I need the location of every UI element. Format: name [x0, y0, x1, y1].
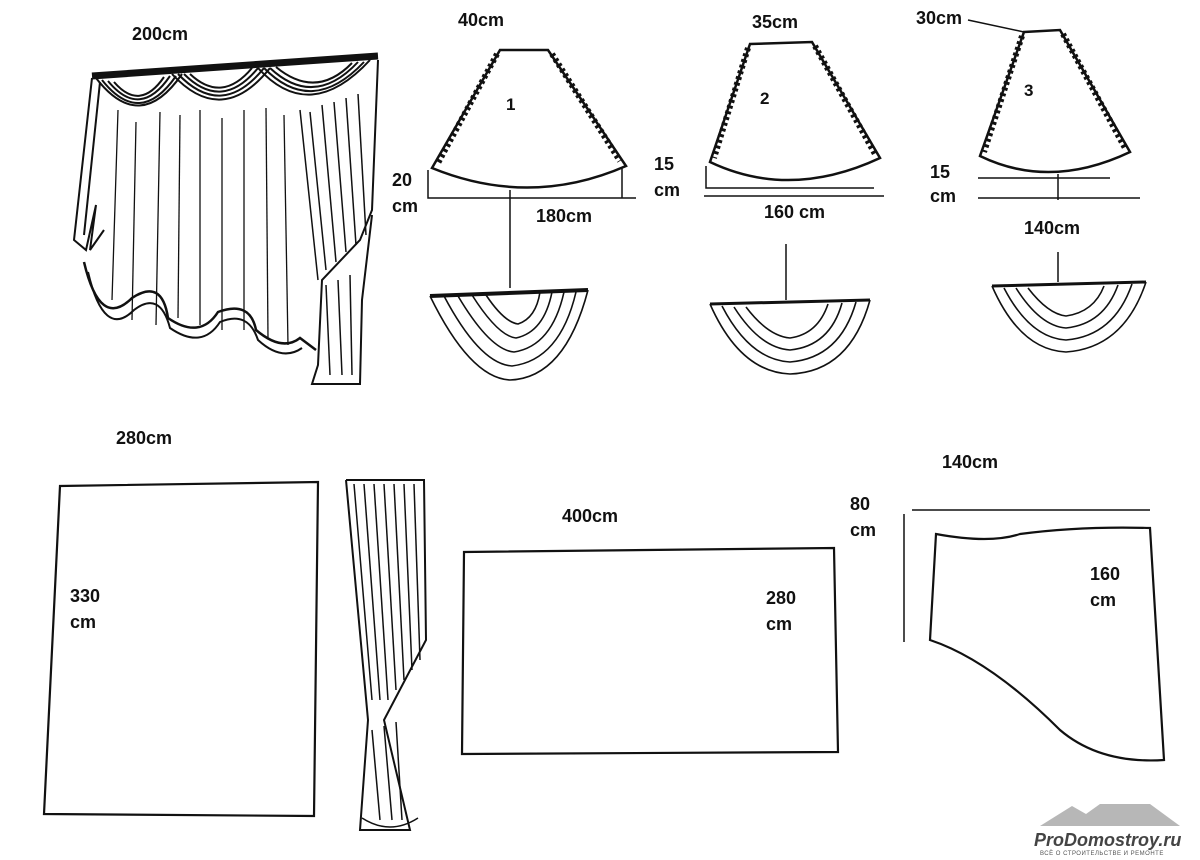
swag-1-depth-unit: cm — [392, 196, 418, 216]
swag-1-bracket — [427, 170, 636, 199]
swag-2-outline — [708, 40, 882, 182]
panel-wide-width-label: 400cm — [562, 506, 618, 526]
swag-2-depth-value: 15 — [654, 154, 674, 174]
panel-tail-short-value: 80 — [850, 494, 870, 514]
watermark-logo: ProDomostroy.ru ВСЁ О СТРОИТЕЛЬСТВЕ И РЕ… — [1034, 804, 1181, 857]
panel-tail-long-unit: cm — [1090, 590, 1116, 610]
tieback-drape-illustration — [345, 479, 428, 831]
panel-tail: 140cm 80 cm 160 cm — [850, 452, 1166, 762]
swag-3-depth-unit: cm — [930, 186, 956, 206]
panel-main-height-unit: cm — [70, 612, 96, 632]
swag-pattern-3: 30cm 3 15 cm 140cm — [916, 8, 1147, 353]
swag-2-right-trim — [812, 44, 878, 156]
panel-main-height-value: 330 — [70, 586, 100, 606]
house-roof-icon — [1040, 804, 1180, 826]
swag-3-top-leader — [967, 19, 1025, 33]
swag-2-left-trim — [711, 47, 751, 159]
panel-tail-long-value: 160 — [1090, 564, 1120, 584]
watermark-site: ProDomostroy.ru — [1034, 830, 1181, 850]
panel-wide-height-value: 280 — [766, 588, 796, 608]
swag-1-left-trim — [435, 52, 500, 165]
curtain-illustration: 200cm — [72, 24, 379, 385]
swag-2-bracket — [705, 166, 874, 189]
curtain-width-label: 200cm — [132, 24, 188, 44]
panel-tail-outline — [928, 526, 1166, 762]
swag-3-folded — [991, 280, 1147, 353]
swag-1-bottom-label: 180cm — [536, 206, 592, 226]
swag-2-bottom-label: 160 cm — [764, 202, 825, 222]
swag-3-left-trim — [981, 35, 1025, 153]
swag-2-number: 2 — [760, 89, 769, 108]
swag-2-top-label: 35cm — [752, 12, 798, 32]
swag-3-number: 3 — [1024, 81, 1033, 100]
swag-2-depth-unit: cm — [654, 180, 680, 200]
swag-3-right-trim — [1060, 32, 1128, 150]
swag-3-outline — [978, 28, 1132, 174]
swag-1-top-label: 40cm — [458, 10, 504, 30]
curtain-swags — [95, 59, 371, 107]
swag-3-top-label: 30cm — [916, 8, 962, 28]
curtain-pleats — [111, 107, 289, 346]
panel-main-outline — [42, 480, 320, 818]
swag-pattern-1: 40cm 1 20 cm 180cm — [392, 10, 636, 381]
swag-1-depth-value: 20 — [392, 170, 412, 190]
panel-wide-outline — [460, 546, 840, 756]
watermark-tagline: ВСЁ О СТРОИТЕЛЬСТВЕ И РЕМОНТЕ — [1040, 850, 1164, 857]
panel-tail-short-unit: cm — [850, 520, 876, 540]
cornice-rod — [91, 52, 379, 80]
swag-pattern-2: 35cm 2 15 cm 160 cm — [654, 12, 884, 375]
swag-1-number: 1 — [506, 95, 515, 114]
panel-main: 280cm 330 cm — [42, 428, 320, 818]
swag-3-depth-value: 15 — [930, 162, 950, 182]
panel-tail-width-label: 140cm — [942, 452, 998, 472]
swag-2-folded — [709, 298, 871, 375]
panel-wide-height-unit: cm — [766, 614, 792, 634]
panel-wide: 400cm 280 cm — [460, 506, 840, 756]
swag-1-folded — [429, 288, 589, 381]
swag-1-outline — [430, 48, 628, 189]
swag-3-bottom-label: 140cm — [1024, 218, 1080, 238]
panel-main-width-label: 280cm — [116, 428, 172, 448]
